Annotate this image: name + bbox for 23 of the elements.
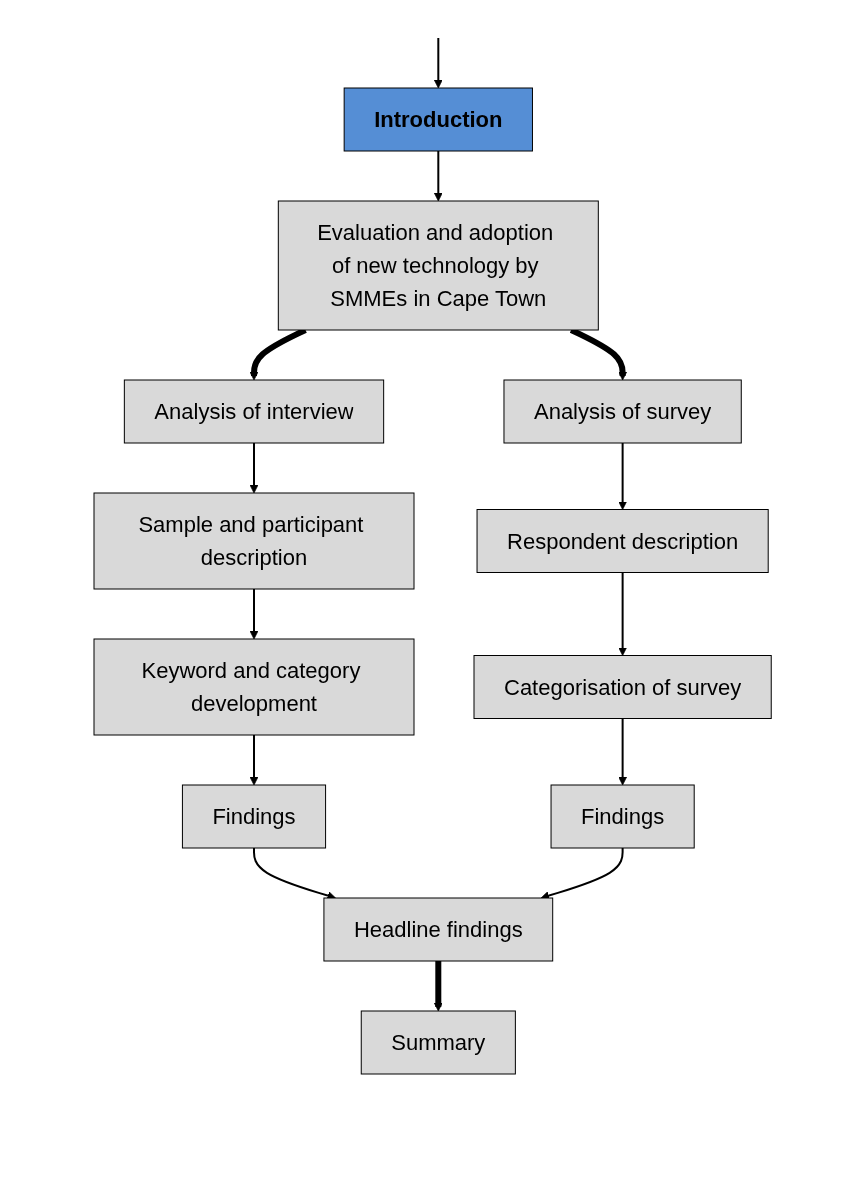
arrow <box>249 588 259 640</box>
node-box: Categorisation of survey <box>473 655 772 719</box>
node-box: Introduction <box>343 87 533 152</box>
arrow <box>433 961 443 1012</box>
arrow <box>433 150 443 202</box>
node-box: Keyword and category development <box>93 638 415 736</box>
node-box: Headline findings <box>323 897 554 962</box>
node-box: Findings <box>181 784 326 849</box>
node-box: Evaluation and adoption of new technology by SMMEs in Cape Town <box>277 200 599 331</box>
arrow <box>433 37 443 89</box>
arrow <box>618 571 627 656</box>
node-box: Analysis of survey <box>503 379 742 444</box>
node-box: Summary <box>360 1010 516 1075</box>
node-box: Analysis of interview <box>123 379 385 444</box>
arrow <box>618 717 627 786</box>
arrow <box>540 847 624 900</box>
node-box: Sample and participant description <box>93 492 415 590</box>
node-box: Respondent description <box>476 509 769 573</box>
arrow <box>252 847 336 900</box>
arrow <box>618 442 627 510</box>
arrow <box>249 734 259 786</box>
node-box: Findings <box>550 784 695 849</box>
arrow <box>249 442 259 494</box>
